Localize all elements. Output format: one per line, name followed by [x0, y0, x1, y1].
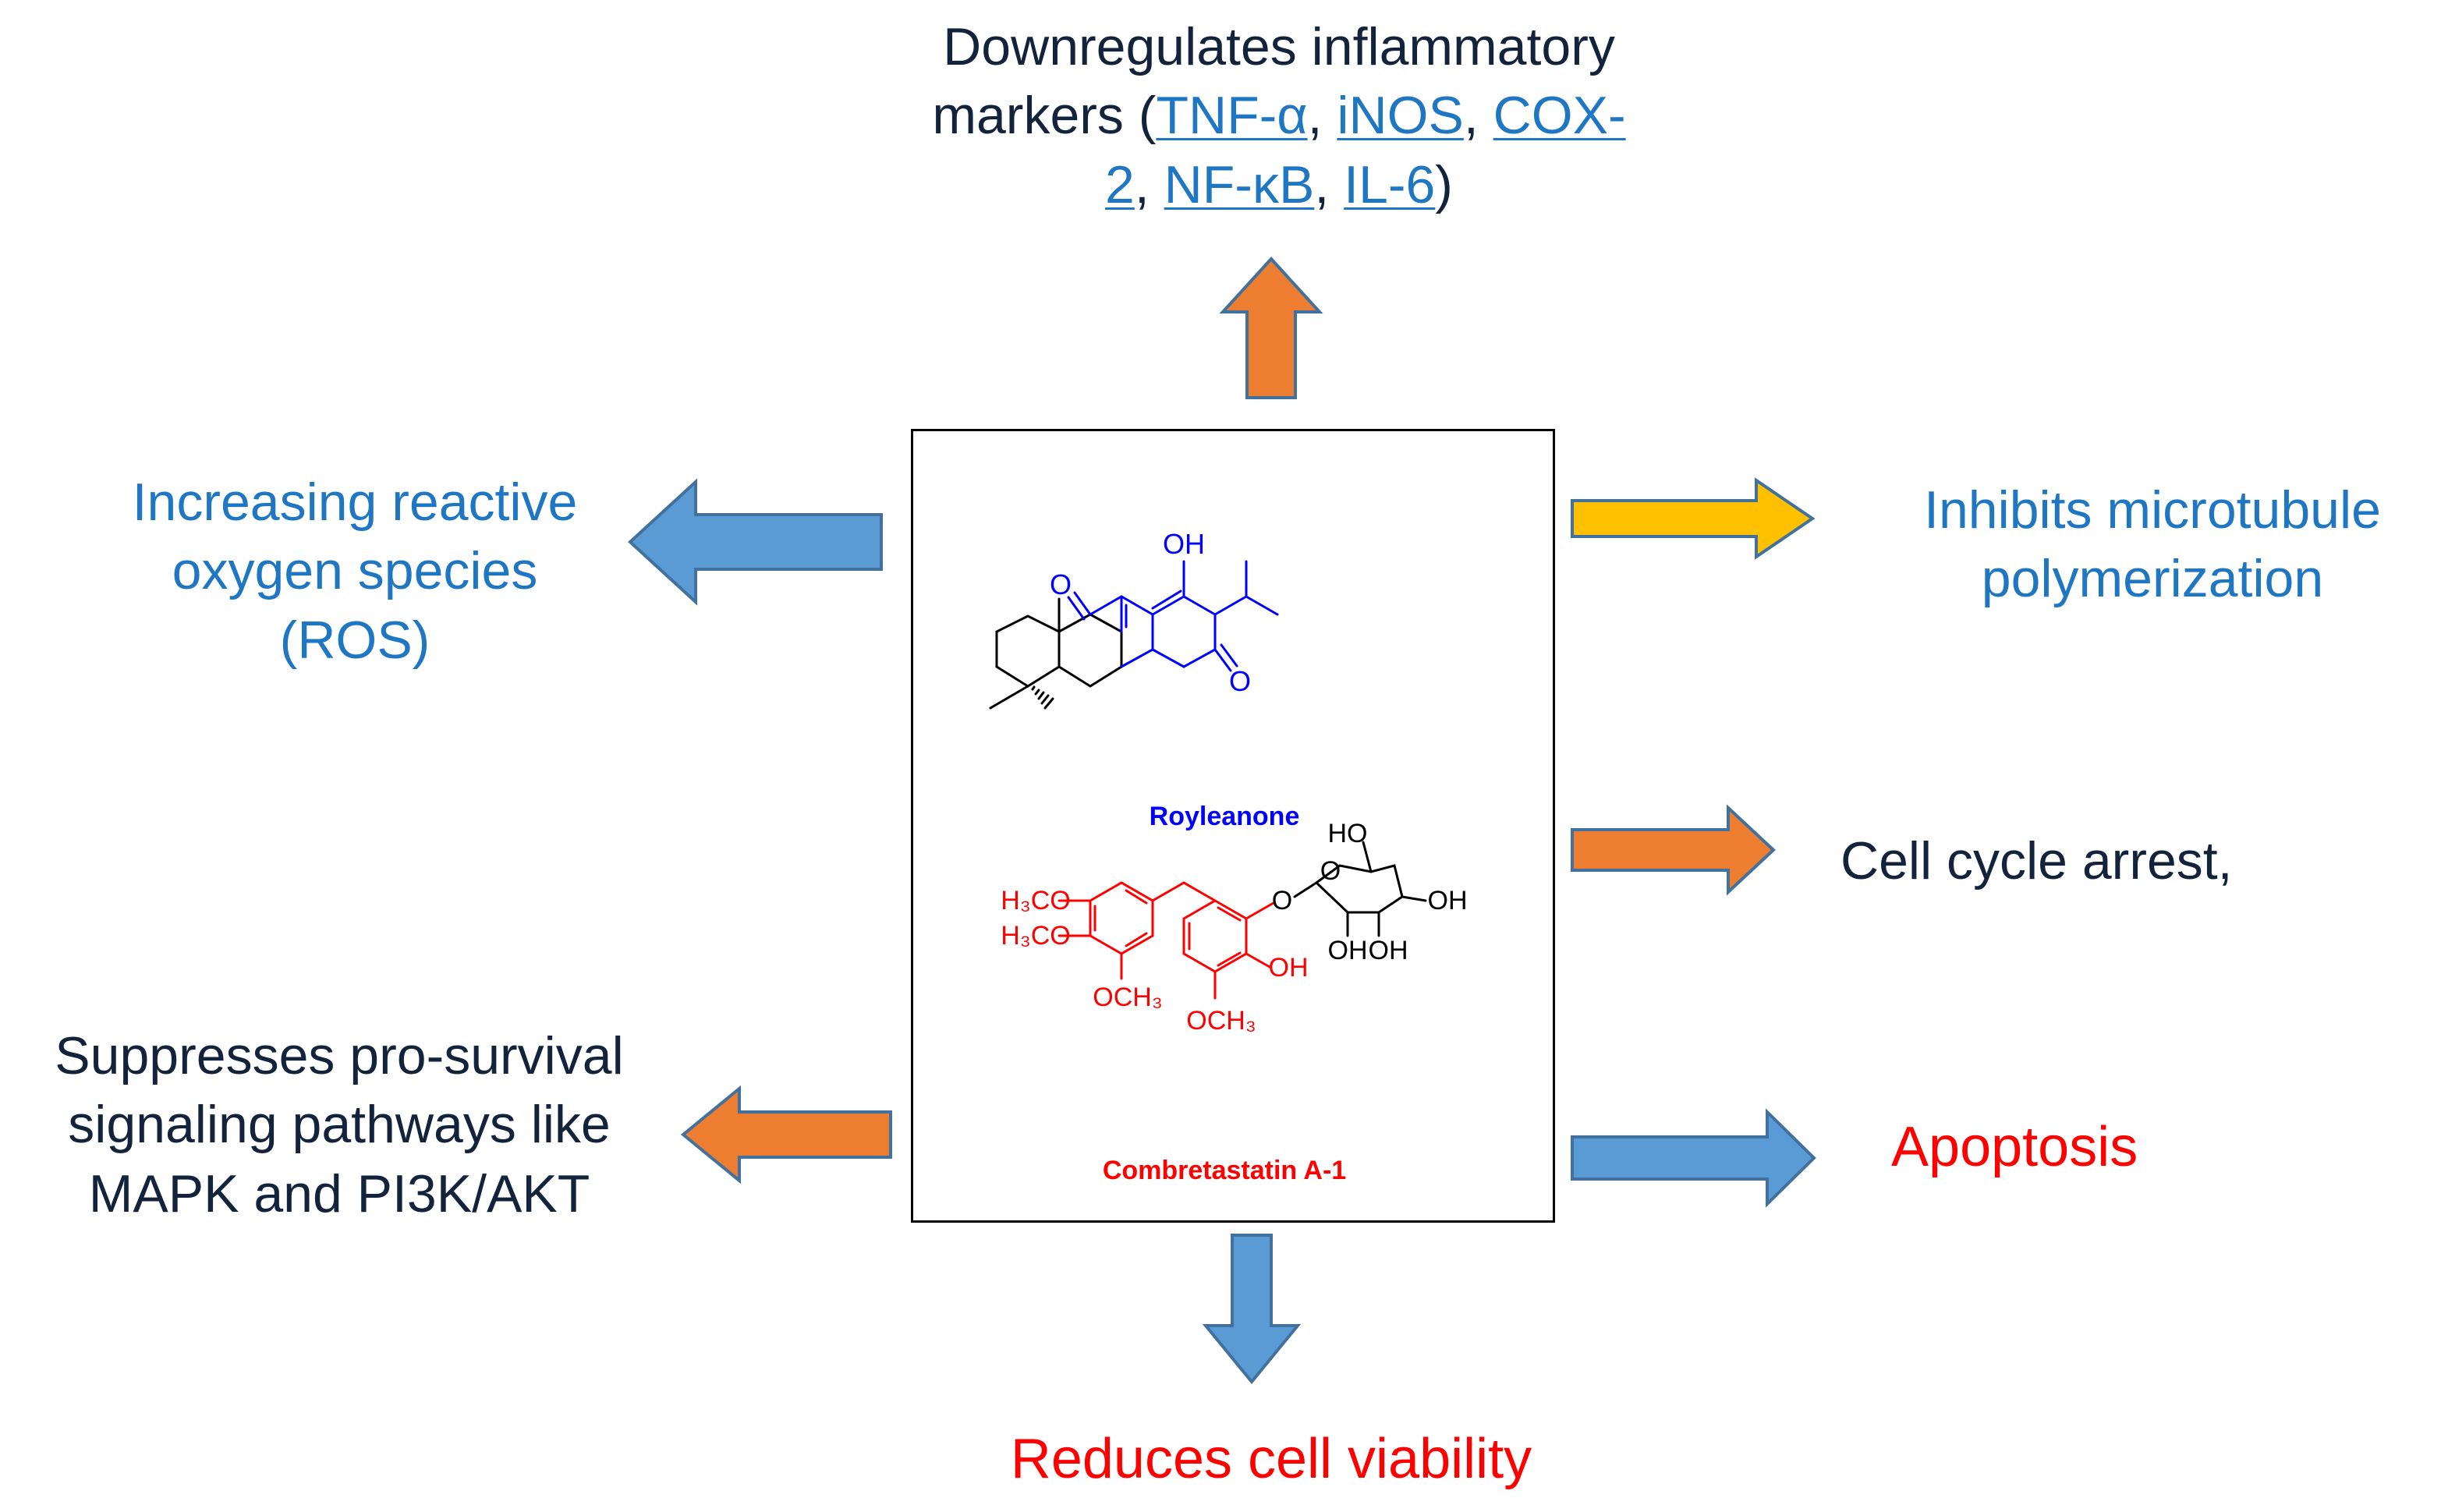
combretastatin-och3-1: OCH₃ [1093, 983, 1162, 1012]
link-cox2-cont[interactable]: 2 [1105, 154, 1135, 214]
arrow-right-microtubule [1571, 477, 1816, 560]
arrow-down-viability [1202, 1234, 1302, 1385]
sugar-o-link: O [1272, 886, 1292, 915]
arrow-right-cell-cycle [1571, 804, 1776, 896]
sugar-oh-3: OH [1369, 936, 1408, 965]
top-label: Downregulates inflammatory markers (TNF-… [795, 12, 1763, 219]
viability-label: Reduces cell viability [1010, 1428, 1532, 1490]
combretastatin-structure: H₃CO H₃CO OCH₃ OH OCH₃ O HO O OH OH OH C… [1001, 819, 1467, 1185]
cell-cycle-label: Cell cycle arrest, [1840, 831, 2233, 891]
link-nf-kb[interactable]: NF-κB [1164, 154, 1315, 214]
combretastatin-oh: OH [1269, 953, 1309, 983]
sugar-oh-1: OH [1428, 886, 1468, 915]
apoptosis-label: Apoptosis [1891, 1116, 2138, 1178]
link-il6[interactable]: IL-6 [1344, 154, 1436, 214]
link-tnf-alpha[interactable]: TNF-α [1156, 86, 1308, 146]
chemical-structures: OH O O Royleanone H₃CO H₃ [989, 528, 1468, 1185]
top-label-line1: Downregulates inflammatory [943, 17, 1615, 76]
microtubule-label: Inhibits microtubule polymerization [1924, 480, 2381, 609]
link-cox2[interactable]: COX- [1493, 86, 1626, 146]
arrow-left-ros [628, 478, 883, 606]
combretastatin-name: Combretastatin A-1 [1103, 1156, 1346, 1185]
survival-label: Suppresses pro-survival signaling pathwa… [55, 1026, 624, 1223]
royleanone-name: Royleanone [1150, 802, 1300, 831]
ros-label: Increasing reactive oxygen species (ROS) [132, 473, 578, 670]
arrow-up-inflammatory [1219, 257, 1323, 399]
top-label-line2: markers (TNF-α, iNOS, COX- [932, 86, 1626, 146]
sugar-ring-o: O [1320, 856, 1341, 886]
arrow-left-survival [680, 1085, 892, 1184]
sugar-ho: HO [1328, 819, 1368, 848]
link-inos[interactable]: iNOS [1337, 86, 1464, 146]
royleanone-oh: OH [1163, 528, 1205, 560]
sugar-oh-2: OH [1328, 936, 1368, 965]
combretastatin-h3co-1: H₃CO [1001, 886, 1070, 915]
royleanone-o1: O [1050, 568, 1072, 600]
combretastatin-h3co-2: H₃CO [1001, 921, 1070, 951]
arrow-right-apoptosis [1571, 1108, 1816, 1208]
compound-box [911, 429, 1555, 1223]
royleanone-o2: O [1229, 665, 1251, 697]
combretastatin-och3-2: OCH₃ [1186, 1006, 1256, 1036]
top-label-line3: 2, NF-κB, IL-6) [1105, 154, 1453, 214]
royleanone-structure: OH O O Royleanone [989, 528, 1300, 831]
